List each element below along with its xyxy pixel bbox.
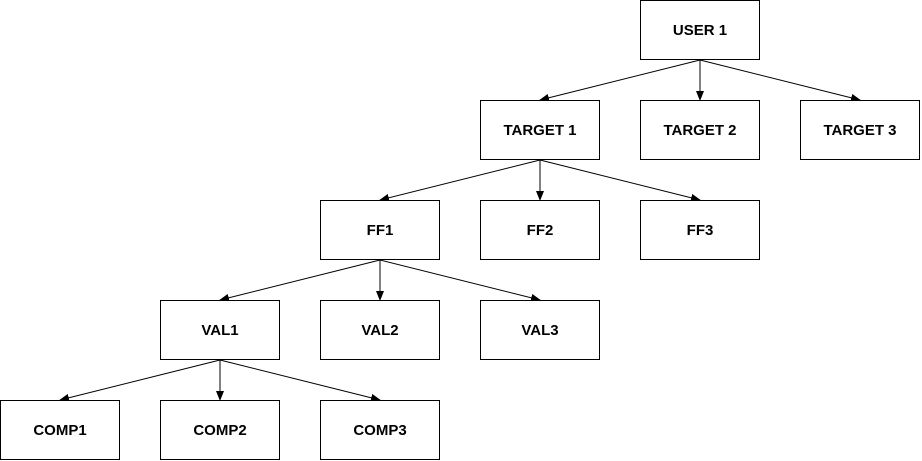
node-user-1[interactable]: USER 1 — [640, 0, 760, 60]
node-label: TARGET 2 — [663, 121, 737, 139]
edge-ff1-to-val3 — [379, 259, 541, 302]
node-ff1[interactable]: FF1 — [320, 200, 440, 260]
node-comp1[interactable]: COMP1 — [0, 400, 120, 460]
node-label: VAL3 — [521, 321, 559, 339]
node-label: FF2 — [526, 221, 554, 239]
node-val1[interactable]: VAL1 — [160, 300, 280, 360]
node-label: VAL2 — [361, 321, 399, 339]
node-comp3[interactable]: COMP3 — [320, 400, 440, 460]
node-label: FF3 — [686, 221, 714, 239]
node-ff3[interactable]: FF3 — [640, 200, 760, 260]
edge-target1-to-ff3 — [539, 159, 701, 202]
node-label: COMP2 — [193, 421, 247, 439]
node-label: COMP3 — [353, 421, 407, 439]
edge-val1-to-comp3 — [219, 359, 381, 402]
edge-val1-to-comp1 — [59, 359, 221, 402]
node-val2[interactable]: VAL2 — [320, 300, 440, 360]
node-comp2[interactable]: COMP2 — [160, 400, 280, 460]
node-label: COMP1 — [33, 421, 87, 439]
node-label: FF1 — [366, 221, 394, 239]
edge-ff1-to-val1 — [219, 259, 381, 302]
node-target-2[interactable]: TARGET 2 — [640, 100, 760, 160]
node-val3[interactable]: VAL3 — [480, 300, 600, 360]
node-ff2[interactable]: FF2 — [480, 200, 600, 260]
node-target-3[interactable]: TARGET 3 — [800, 100, 920, 160]
edge-user1-to-target1 — [539, 59, 701, 102]
node-label: TARGET 3 — [823, 121, 897, 139]
edge-target1-to-ff1 — [379, 159, 541, 202]
edge-user1-to-target3 — [699, 59, 861, 102]
node-label: TARGET 1 — [503, 121, 577, 139]
node-target-1[interactable]: TARGET 1 — [480, 100, 600, 160]
node-label: VAL1 — [201, 321, 239, 339]
node-label: USER 1 — [672, 21, 728, 39]
